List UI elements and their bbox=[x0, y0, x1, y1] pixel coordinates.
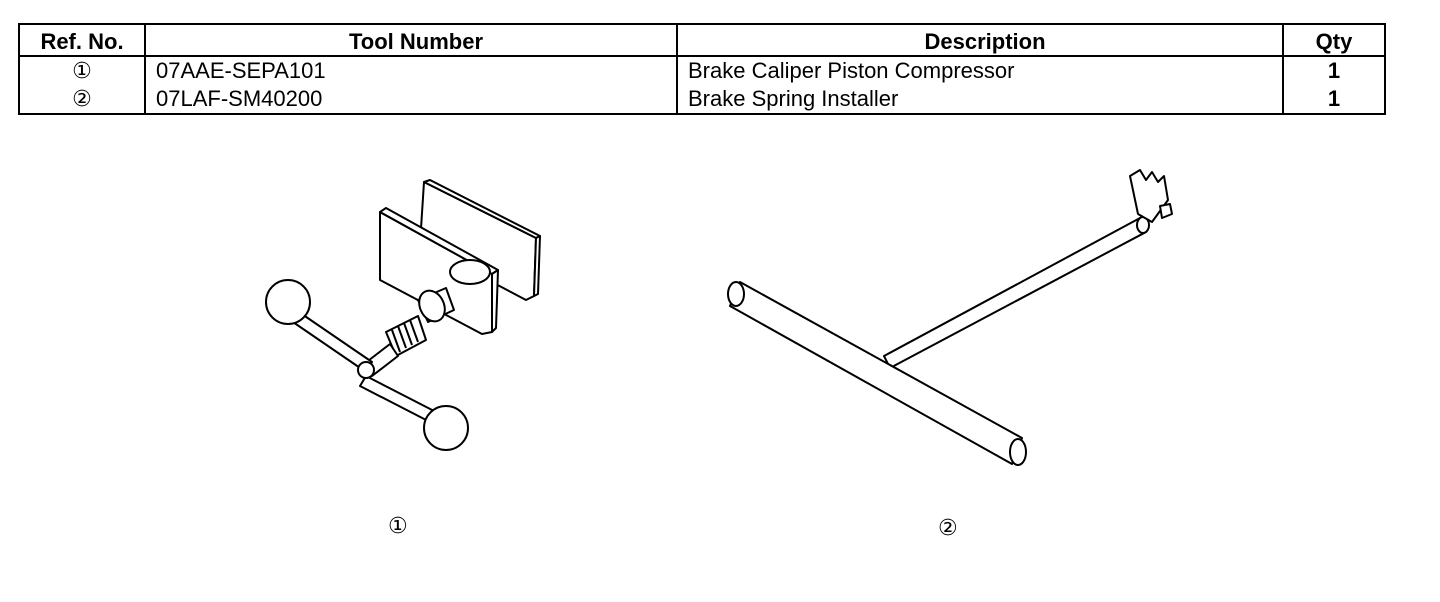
header-tool-number: Tool Number bbox=[144, 23, 678, 57]
figure-label-1: ① bbox=[388, 514, 408, 539]
header-ref-no: Ref. No. bbox=[18, 23, 146, 57]
header-qty: Qty bbox=[1282, 23, 1386, 57]
cell-tool-number: 07LAF-SM40200 bbox=[144, 85, 678, 115]
cell-qty: 1 bbox=[1282, 56, 1386, 85]
cell-description: Brake Caliper Piston Compressor bbox=[676, 56, 1284, 85]
figure-label-2: ② bbox=[938, 516, 958, 541]
cell-tool-number: 07AAE-SEPA101 bbox=[144, 56, 678, 85]
special-tools-table: Ref. No. Tool Number Description Qty ① 0… bbox=[18, 23, 1386, 115]
cell-qty: 1 bbox=[1282, 85, 1386, 115]
table-row: ① 07AAE-SEPA101 Brake Caliper Piston Com… bbox=[18, 56, 1386, 85]
cell-description: Brake Spring Installer bbox=[676, 85, 1284, 115]
table-header-row: Ref. No. Tool Number Description Qty bbox=[18, 23, 1386, 57]
table-row: ② 07LAF-SM40200 Brake Spring Installer 1 bbox=[18, 85, 1386, 115]
cell-ref: ② bbox=[18, 85, 146, 115]
header-description: Description bbox=[676, 23, 1284, 57]
cell-ref: ① bbox=[18, 56, 146, 85]
